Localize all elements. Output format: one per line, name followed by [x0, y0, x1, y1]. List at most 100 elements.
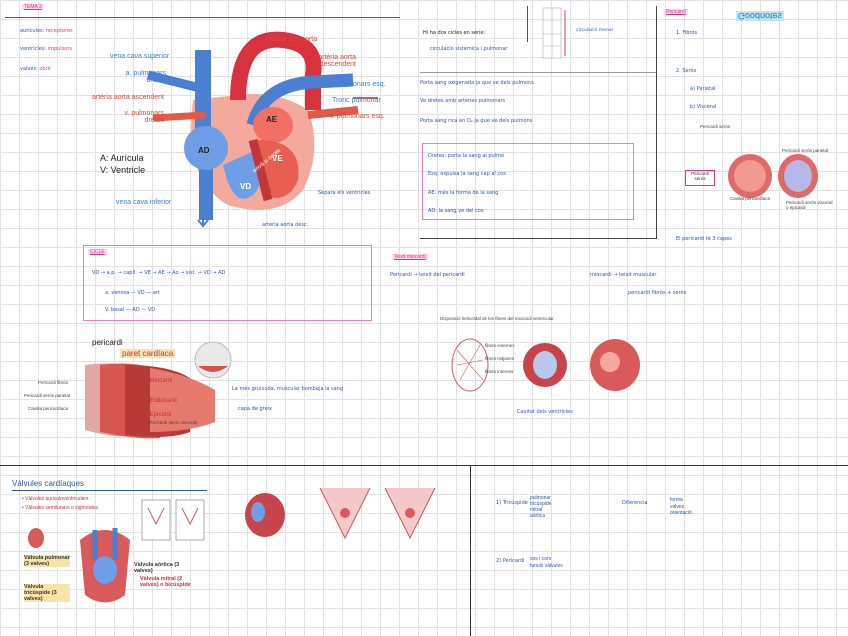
label-crossa-aorta: crossa de l'aorta	[266, 36, 318, 43]
flow-diagram	[542, 7, 566, 59]
br-item: valves	[670, 503, 685, 510]
goodnotes-label: Goodnotes	[736, 11, 785, 21]
pink-note-box	[422, 143, 634, 220]
flow-step: AE	[158, 270, 165, 276]
visceral-label: Pericardi serós visceral o epicardi	[786, 200, 833, 210]
sac-label: Pericardi serós	[691, 171, 709, 181]
wall-left-label: Cavitat pericardíaca	[28, 406, 69, 411]
flow-step: VD	[203, 270, 211, 276]
br-label: 1) Tricúspide	[496, 500, 528, 506]
cycle-row: a. venosa — VD — art	[105, 290, 160, 296]
label-arteries-pulmonars-esq: a. pulmonars esq.	[330, 81, 386, 88]
valve-label-aortica: Vàlvula aòrtica (3 valves)	[134, 562, 180, 574]
divider	[420, 72, 657, 73]
valve-label-tricuspide: Vàlvula tricúspide (3 valves)	[24, 584, 70, 602]
legend-ventricle: V: Ventricle	[100, 165, 146, 175]
left-atrium	[253, 107, 293, 143]
br-item: cos i cors	[530, 556, 552, 562]
valves-heart-diagram	[80, 528, 130, 603]
note-line: pericardi fibrós + serós	[628, 290, 687, 296]
teixit-line: Pericardi → teixit del pericardi	[390, 272, 465, 278]
wall-left-label: Pericardi fibrós	[38, 380, 69, 385]
label-venes-pulmonars-dretes: v. pulmonars dretes	[124, 110, 164, 124]
parietal-label: Pericardi serós parietal	[782, 148, 829, 153]
note-line: valves: obrir	[20, 66, 52, 72]
br-item: mitral	[530, 507, 543, 513]
wall-title: pericardi	[92, 338, 123, 347]
note-line: artèria aorta desc.	[262, 222, 309, 228]
br-list: pulmonar tricúspide mitral aòrtica	[530, 495, 551, 519]
heart-mini-icon	[194, 341, 232, 379]
legend-auricula: A: Aurícula	[100, 153, 144, 163]
valve-schematic	[141, 499, 205, 541]
valves-bullet-text: Vàlvules semilunars o sigmoïdes	[25, 505, 98, 511]
fiber-label: fibres internes	[485, 369, 514, 374]
wall-layers-diagram	[85, 363, 215, 439]
down-arrow-icon	[197, 205, 209, 228]
label-ae: AE	[266, 115, 278, 124]
br-item: forma	[670, 497, 683, 503]
right-atrium	[184, 126, 228, 170]
pericardi-item: a) Parietal	[690, 86, 716, 92]
fibers-diagram	[451, 338, 640, 392]
note-line: Separa els ventricles	[318, 190, 371, 196]
heart-diagram	[146, 31, 378, 228]
wall-left-label: Pericardi serós parietal	[24, 393, 71, 398]
middle-row: Ve dretes amb artèries pulmonars	[420, 98, 506, 104]
br-label: 2) Pericardi	[496, 558, 525, 564]
label-aorta-descendent: artèria aorta descendent	[318, 54, 356, 68]
middle-line1: circulació sistèmica i pulmonar	[430, 46, 508, 52]
flow-step: Ao	[172, 270, 179, 276]
label-ve: VE	[272, 154, 283, 163]
wall-right-label: 1. Endocardi	[143, 398, 177, 404]
label-vena-cava-superior: vena cava superior	[110, 53, 170, 60]
valve-label-mitral: Vàlvula mitral (2 valves) o bicúspide	[140, 576, 191, 588]
valves-bullet-text: Vàlvules auriculoventriculars	[25, 496, 89, 502]
pericardi-item: 2. Serós	[676, 68, 697, 74]
flow-step: AD	[218, 270, 226, 276]
fibers-title: Disposició helicoïdal de les fibres del …	[440, 316, 554, 321]
pinkbox-line: AE: més la forma de la sang	[428, 190, 499, 196]
label-tronc-pulmonar: Tronc pulmonar	[332, 97, 381, 104]
right-pulmonary-veins	[152, 111, 207, 122]
teixit-tag: Teixit miocardi	[392, 254, 428, 260]
pericardi-tag: Pericardi	[664, 9, 688, 15]
flow-step: capil.	[123, 270, 137, 276]
right-pulmonary-artery	[146, 70, 210, 95]
pericardi-footnote: El pericardi té 3 capes	[676, 236, 732, 242]
br-item: funció vàlvules	[530, 563, 563, 569]
flow-step: VD	[92, 270, 100, 276]
cycle-row: V. basal — AD — VD	[105, 307, 156, 313]
right-ventricle	[223, 150, 262, 199]
flow-step: VE	[144, 270, 151, 276]
note-line: ventricles: impulsors	[20, 46, 73, 52]
fiber-label: fibres mitjanes	[485, 356, 515, 361]
cycle-flow: VD → a.p. → capil. → VE → AE → Ao → sist…	[92, 270, 226, 276]
fiber-label: fibres externes	[485, 343, 515, 348]
valve-open-close-diagram	[319, 487, 436, 540]
section-divider	[0, 465, 848, 466]
cycle-box	[83, 245, 372, 321]
pericardium-diagram	[728, 154, 818, 198]
pericardi-label: Pericardi serós	[700, 124, 731, 129]
flow-step: a.p.	[106, 270, 117, 276]
pericardi-sac-box: Pericardi serós	[685, 170, 715, 186]
br-list: forma valves orientació	[670, 497, 692, 517]
label-aorta-ascendent: artèria aorta ascendent	[92, 94, 164, 101]
middle-title: Hi ha dos cicles en sèrie:	[423, 30, 486, 36]
header-rule	[5, 17, 400, 18]
heart-thumb-icon	[28, 528, 44, 548]
br-item: aòrtica	[530, 513, 546, 519]
valves-title: Vàlvules cardíaques	[12, 479, 85, 488]
middle-row: Porta sang oxigenada ja que ve dels pulm…	[420, 80, 534, 86]
aortic-arch	[230, 31, 322, 110]
br-label: Diferència	[622, 500, 648, 506]
br-item: orientació	[670, 510, 692, 516]
pinkbox-line: Esq: expulsa la sang cap al cos	[428, 171, 506, 177]
br-list: cos i cors funció vàlvules	[530, 556, 563, 570]
left-pulmonary-veins	[307, 106, 359, 119]
valves-bullet: • Vàlvules auriculoventriculars	[22, 496, 89, 502]
pericardi-item: b) Visceral	[690, 104, 717, 110]
note-line: aurícules: receptores	[20, 28, 73, 34]
flow-step: sist.	[185, 270, 197, 276]
